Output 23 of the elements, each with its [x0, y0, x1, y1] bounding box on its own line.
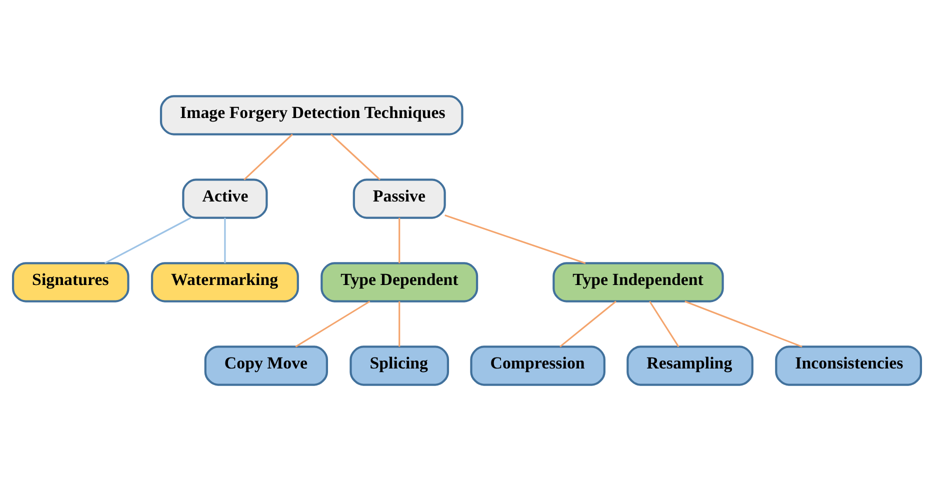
node-box: Splicing	[350, 346, 450, 386]
node-box: Copy Move	[204, 346, 328, 386]
node-box: Inconsistencies	[775, 346, 922, 386]
node-box: Signatures	[12, 262, 130, 302]
node-box: Active	[182, 178, 268, 219]
connector	[398, 218, 400, 264]
connector	[244, 134, 293, 180]
node-box: Passive	[352, 178, 446, 219]
connector	[684, 300, 802, 348]
node-box: Type Independent	[552, 262, 724, 302]
node-box: Compression	[470, 346, 606, 386]
node-box: Resampling	[626, 346, 754, 386]
connector	[398, 301, 400, 347]
node-box: Type Dependent	[320, 262, 478, 302]
connector	[104, 217, 192, 264]
connector	[295, 300, 370, 348]
node-box: Watermarking	[150, 262, 299, 302]
node-box: Image Forgery Detection Techniques	[160, 95, 464, 136]
connector	[224, 218, 226, 264]
connector	[444, 214, 586, 264]
connector	[330, 134, 380, 180]
connector	[649, 300, 680, 348]
connector	[560, 300, 616, 348]
